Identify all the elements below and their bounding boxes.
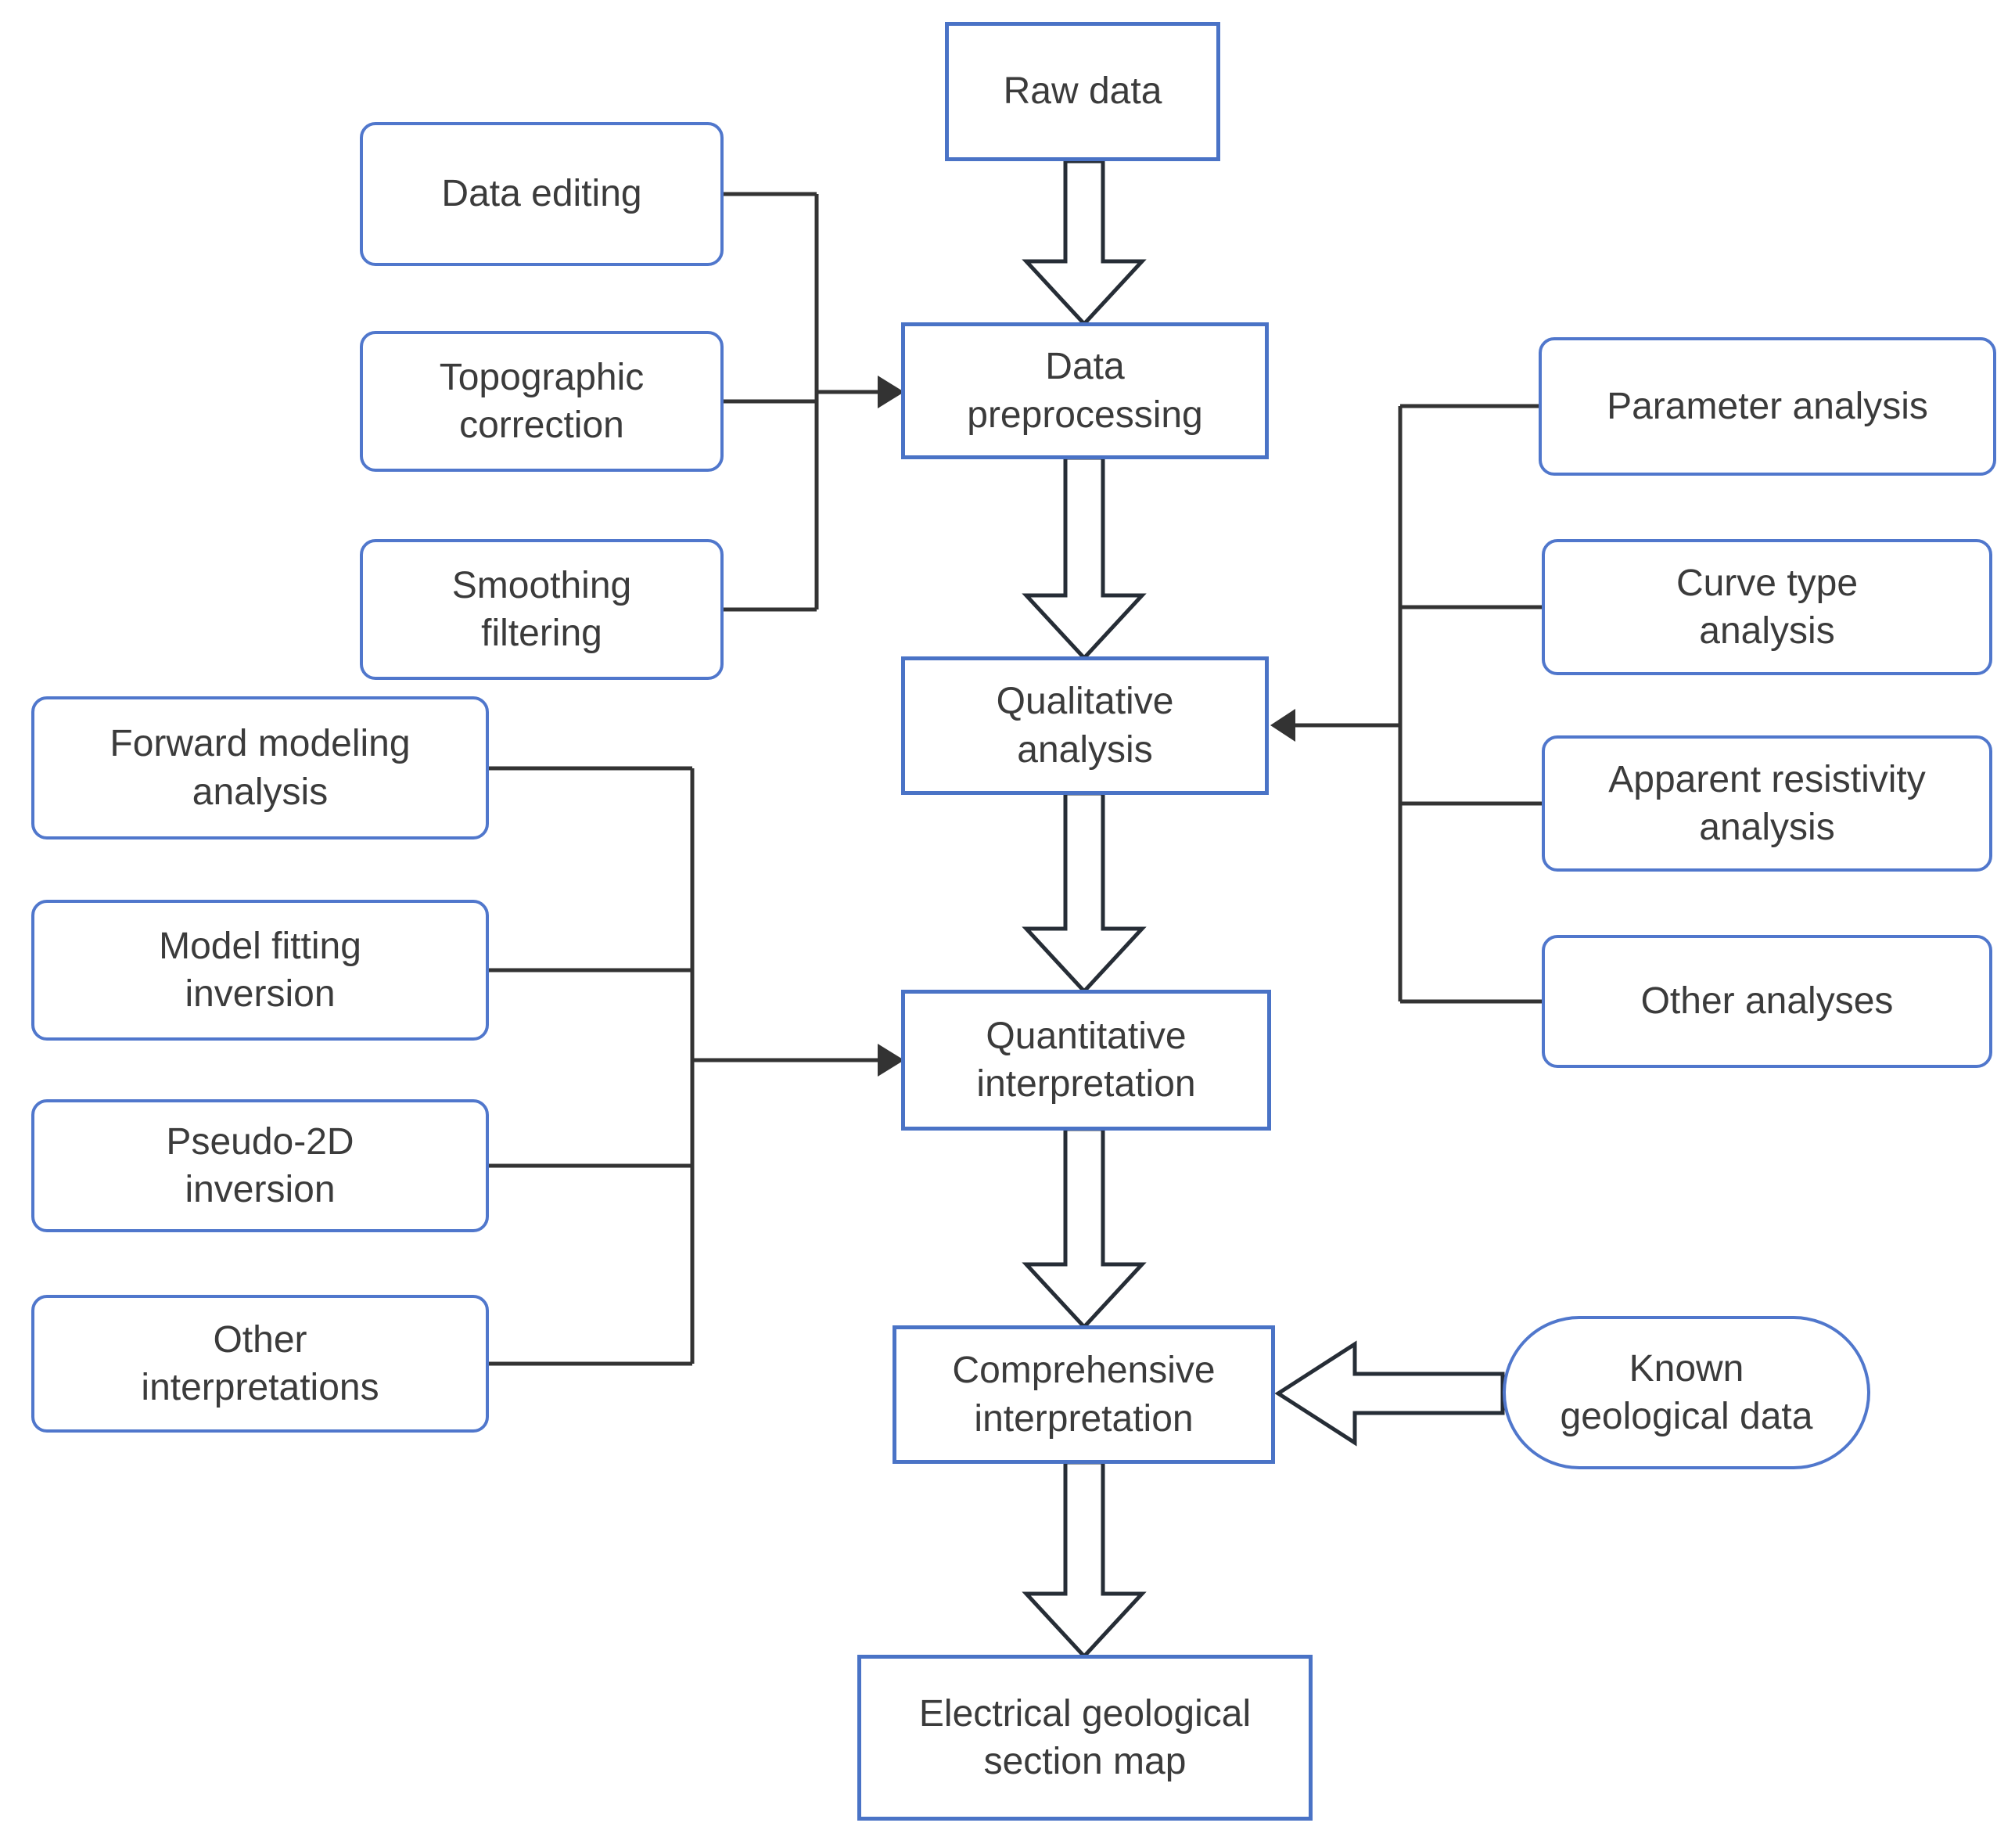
node-apparent-resistivity-analysis-label: Apparent resistivity analysis [1608, 758, 1926, 848]
node-topographic-correction: Topographic correction [360, 331, 724, 472]
node-model-fitting-inversion-label: Model fitting inversion [159, 925, 361, 1015]
arrowhead-into-data-preprocessing [878, 376, 904, 408]
node-data-editing: Data editing [360, 122, 724, 266]
node-other-analyses-label: Other analyses [1640, 980, 1894, 1023]
block-arrow-preprocessing-to-qualitative [1022, 455, 1147, 661]
node-forward-modeling-analysis: Forward modeling analysis [31, 696, 489, 840]
node-raw-data: Raw data [945, 22, 1220, 161]
node-other-interpretations-label: Other interpretations [141, 1318, 379, 1408]
node-curve-type-analysis-label: Curve type analysis [1676, 562, 1859, 652]
connector-group-qualitative-inputs [1270, 404, 1542, 1004]
node-smoothing-filtering-label: Smoothing filtering [451, 564, 632, 654]
node-smoothing-filtering: Smoothing filtering [360, 539, 724, 680]
node-forward-modeling-analysis-label: Forward modeling analysis [110, 723, 411, 813]
node-electrical-geological-section-map-label: Electrical geological section map [918, 1692, 1252, 1782]
node-data-editing-label: Data editing [441, 173, 642, 215]
node-known-geological-data: Known geological data [1503, 1316, 1870, 1469]
node-parameter-analysis-label: Parameter analysis [1607, 385, 1928, 427]
node-electrical-geological-section-map: Electrical geological section map [857, 1655, 1313, 1821]
node-known-geological-data-label: Known geological data [1560, 1347, 1813, 1437]
node-curve-type-analysis: Curve type analysis [1542, 539, 1992, 675]
node-pseudo-2d-inversion: Pseudo-2D inversion [31, 1099, 489, 1232]
block-arrow-comprehensive-to-map [1022, 1460, 1147, 1659]
block-arrow-qualitative-to-quantitative [1022, 791, 1147, 994]
block-arrow-quantitative-to-comprehensive [1022, 1127, 1147, 1330]
node-pseudo-2d-inversion-label: Pseudo-2D inversion [166, 1120, 354, 1210]
node-raw-data-label: Raw data [1003, 70, 1162, 113]
connector-group-preprocessing-inputs [724, 192, 904, 612]
node-topographic-correction-label: Topographic correction [439, 356, 645, 446]
node-data-preprocessing: Data preprocessing [901, 322, 1269, 459]
node-quantitative-interpretation: Quantitative interpretation [901, 990, 1271, 1131]
node-model-fitting-inversion: Model fitting inversion [31, 900, 489, 1041]
node-data-preprocessing-label: Data preprocessing [967, 346, 1203, 436]
node-other-analyses: Other analyses [1542, 935, 1992, 1068]
node-parameter-analysis: Parameter analysis [1539, 337, 1996, 476]
node-apparent-resistivity-analysis: Apparent resistivity analysis [1542, 735, 1992, 872]
connector-group-quantitative-inputs [489, 766, 904, 1366]
block-arrow-raw-to-preprocessing [1022, 159, 1147, 327]
node-other-interpretations: Other interpretations [31, 1295, 489, 1433]
node-comprehensive-interpretation: Comprehensive interpretation [893, 1325, 1275, 1464]
node-qualitative-analysis: Qualitative analysis [901, 656, 1269, 795]
arrowhead-into-quantitative-interpretation [878, 1044, 904, 1077]
node-quantitative-interpretation-label: Quantitative interpretation [976, 1015, 1196, 1105]
block-arrow-known-data-to-comprehensive [1274, 1340, 1505, 1447]
node-comprehensive-interpretation-label: Comprehensive interpretation [952, 1350, 1216, 1440]
node-qualitative-analysis-label: Qualitative analysis [996, 681, 1174, 771]
arrowhead-into-qualitative-analysis [1270, 709, 1295, 742]
